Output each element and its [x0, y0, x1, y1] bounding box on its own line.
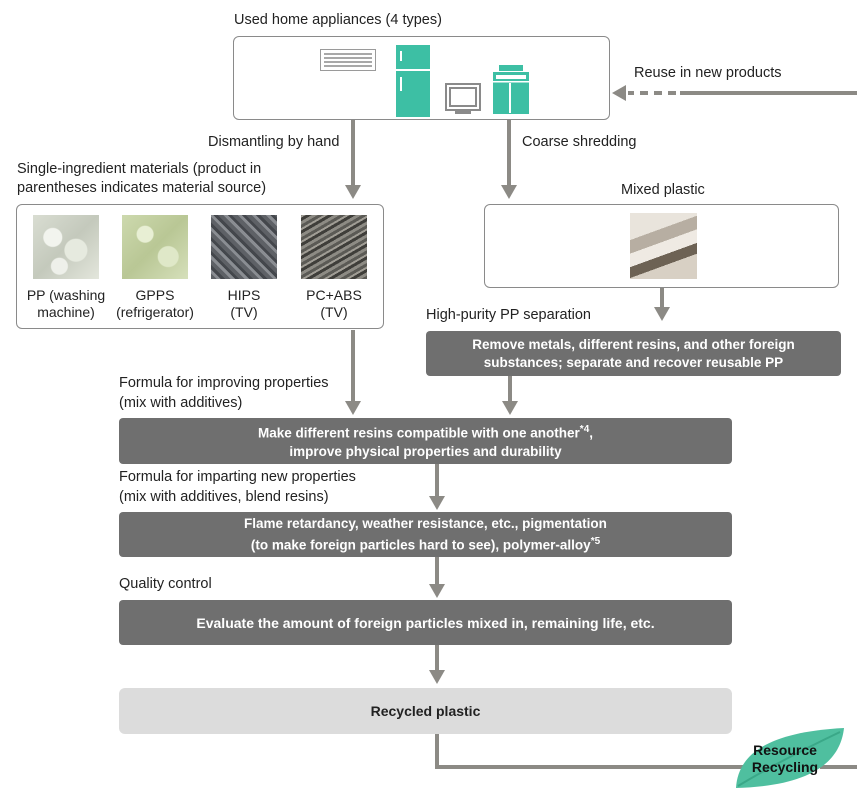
formula-impart-label-1: Formula for imparting new properties: [119, 469, 356, 485]
remove-foreign-step: Remove metals, different resins, and oth…: [426, 331, 841, 376]
footnote-marker: *5: [590, 535, 601, 547]
step-text-line: (to make foreign particles hard to see),…: [251, 533, 600, 555]
coarse-shredding-label: Coarse shredding: [522, 134, 637, 150]
mixed-plastic-image: [630, 213, 697, 279]
pp-material-image: [33, 215, 99, 279]
hips-material-image: [211, 215, 277, 279]
single-ingredient-label-1: Single-ingredient materials (product in: [17, 161, 262, 177]
evaluate-step: Evaluate the amount of foreign particles…: [119, 600, 732, 645]
resource-recycling-label: Resource Recycling: [746, 742, 824, 776]
dismantling-label: Dismantling by hand: [208, 134, 340, 150]
recycled-plastic-label: Recycled plastic: [370, 703, 481, 719]
material-caption-line: machine): [37, 304, 95, 320]
mixed-plastic-box: [484, 204, 839, 288]
leaf-icon: [736, 728, 844, 788]
material-caption-line: PC+ABS: [306, 287, 362, 303]
washing-machine-icon: [493, 63, 529, 121]
high-purity-label: High-purity PP separation: [426, 307, 591, 323]
material-caption-line: (refrigerator): [116, 304, 194, 320]
leaf-text-line: Resource: [753, 742, 817, 758]
appliances-box: [233, 36, 610, 120]
material-caption-pcabs: PC+ABS (TV): [284, 287, 384, 321]
step-text-line: Evaluate the amount of foreign particles…: [196, 614, 655, 631]
step-text-line: Flame retardancy, weather resistance, et…: [244, 515, 607, 531]
mixed-plastic-label: Mixed plastic: [621, 182, 705, 198]
refrigerator-icon: [396, 45, 430, 122]
formula-impart-label-2: (mix with additives, blend resins): [119, 489, 329, 505]
appliances-title: Used home appliances (4 types): [234, 12, 442, 28]
flame-retardancy-step: Flame retardancy, weather resistance, et…: [119, 512, 732, 557]
material-caption-line: (TV): [320, 304, 348, 320]
step-text: (to make foreign particles hard to see),…: [250, 537, 591, 553]
material-caption-line: (TV): [230, 304, 258, 320]
footnote-marker: *4: [579, 424, 590, 436]
material-caption-line: HIPS: [227, 287, 261, 303]
step-text-line: improve physical properties and durabili…: [289, 443, 562, 459]
compatible-step: Make different resins compatible with on…: [119, 418, 732, 464]
step-text: ,: [589, 425, 594, 441]
material-caption-line: PP (washing: [26, 287, 106, 303]
formula-improve-label-2: (mix with additives): [119, 395, 243, 411]
material-caption-hips: HIPS (TV): [194, 287, 294, 321]
formula-improve-label-1: Formula for improving properties: [119, 375, 329, 391]
tv-icon: [445, 83, 481, 120]
resource-recycling-leaf: Resource Recycling: [728, 724, 856, 790]
material-caption-gpps: GPPS (refrigerator): [105, 287, 205, 321]
step-text-line: Remove metals, different resins, and oth…: [472, 336, 795, 352]
material-caption-line: GPPS: [135, 287, 175, 303]
single-materials-box: PP (washing machine) GPPS (refrigerator)…: [16, 204, 384, 329]
step-text-line: Make different resins compatible with on…: [258, 421, 593, 443]
leaf-text-line: Recycling: [751, 759, 819, 775]
single-ingredient-label-2: parentheses indicates material source): [17, 180, 267, 196]
pcabs-material-image: [301, 215, 367, 279]
material-caption-pp: PP (washing machine): [16, 287, 116, 321]
step-text: Make different resins compatible with on…: [257, 425, 580, 441]
air-conditioner-icon: [320, 49, 376, 76]
quality-control-label: Quality control: [119, 576, 212, 592]
recycled-plastic-box: Recycled plastic: [119, 688, 732, 734]
gpps-material-image: [122, 215, 188, 279]
step-text-line: substances; separate and recover reusabl…: [483, 354, 784, 370]
reuse-label: Reuse in new products: [634, 65, 782, 81]
